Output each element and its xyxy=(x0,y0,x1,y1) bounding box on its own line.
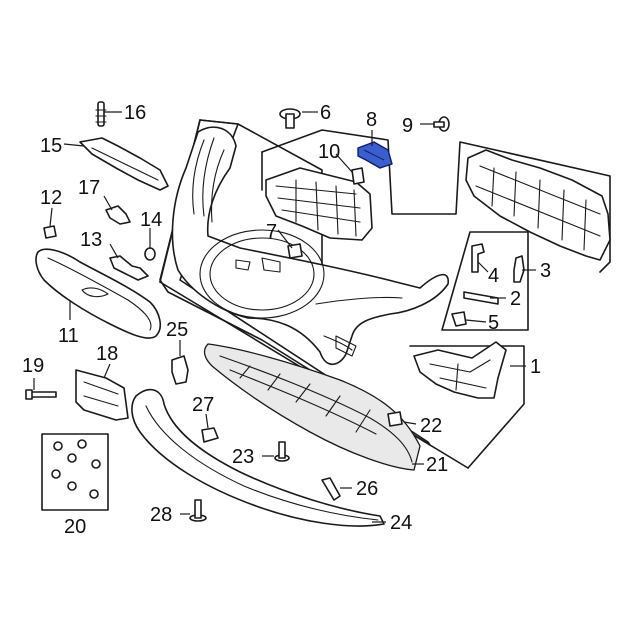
license-plate-bracket xyxy=(75,369,129,421)
callout-4: 4 xyxy=(488,265,499,287)
callout-23: 23 xyxy=(232,446,254,468)
latch-8-highlighted xyxy=(357,141,393,169)
callout-5: 5 xyxy=(488,312,499,334)
callout-25: 25 xyxy=(166,319,188,341)
callout-labels: 1 2 3 4 5 6 7 8 9 10 11 12 13 14 15 16 1… xyxy=(22,102,551,538)
clip-16 xyxy=(95,101,107,127)
callout-28: 28 xyxy=(150,504,172,526)
side-bracket-panel xyxy=(441,231,529,331)
clip-3 xyxy=(513,255,525,283)
bolt-28 xyxy=(189,499,207,522)
clip-10 xyxy=(351,167,365,185)
callout-1: 1 xyxy=(530,356,541,378)
side-bracket xyxy=(413,341,507,399)
grille-surround xyxy=(35,248,162,339)
clip-12 xyxy=(43,225,57,239)
callout-16: 16 xyxy=(124,102,146,124)
callout-11: 11 xyxy=(58,325,79,347)
bolt-9 xyxy=(433,116,450,132)
clip-27 xyxy=(201,427,219,443)
callout-24: 24 xyxy=(390,512,412,534)
callout-17: 17 xyxy=(78,177,100,199)
callout-2: 2 xyxy=(510,288,521,310)
callout-20: 20 xyxy=(64,516,86,538)
callout-22: 22 xyxy=(420,415,442,437)
callout-12: 12 xyxy=(40,187,62,209)
callout-10: 10 xyxy=(318,141,340,163)
bracket-17 xyxy=(105,205,131,225)
callout-15: 15 xyxy=(40,135,62,157)
nut-6 xyxy=(279,108,301,129)
lower-grille xyxy=(203,343,421,471)
clip-22 xyxy=(387,411,403,427)
bracket-25 xyxy=(171,355,189,385)
callout-14: 14 xyxy=(140,209,162,231)
callout-13: 13 xyxy=(80,229,102,251)
pin-23 xyxy=(274,441,290,462)
callout-26: 26 xyxy=(356,478,378,500)
callout-7: 7 xyxy=(266,221,277,243)
callout-9: 9 xyxy=(402,115,413,137)
clip-4 xyxy=(471,243,485,273)
callout-19: 19 xyxy=(22,355,44,377)
callout-21: 21 xyxy=(426,454,448,476)
bumper-cover xyxy=(171,126,449,366)
energy-absorber xyxy=(465,149,611,261)
upper-bracket xyxy=(79,137,169,191)
callout-18: 18 xyxy=(96,343,118,365)
bracket-2 xyxy=(463,291,499,305)
clip-5 xyxy=(451,311,467,327)
callout-3: 3 xyxy=(540,260,551,282)
clip-26 xyxy=(321,477,341,501)
callout-6: 6 xyxy=(320,102,331,124)
screw-kit-20 xyxy=(41,433,109,511)
callout-27: 27 xyxy=(192,394,214,416)
lower-valance xyxy=(131,388,385,527)
radiator-support-bracket xyxy=(265,167,373,241)
grommet-14 xyxy=(144,247,156,261)
callout-8: 8 xyxy=(366,109,377,131)
side-trim-bracket xyxy=(109,255,149,281)
bolt-19 xyxy=(25,389,57,400)
leader-lines xyxy=(33,111,536,523)
